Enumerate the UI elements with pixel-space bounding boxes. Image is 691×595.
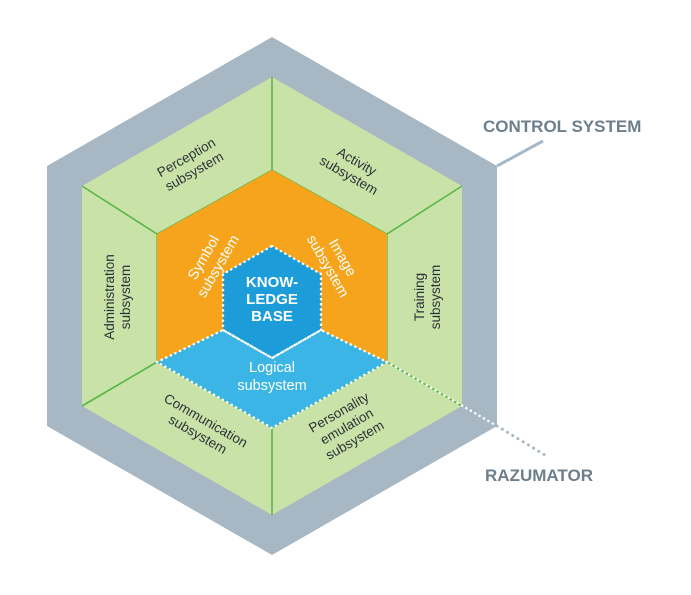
core-dotted-boundary xyxy=(155,328,390,430)
kb-label-line3: BASE xyxy=(251,308,293,325)
training-subsystem-label: Training subsystem xyxy=(412,265,443,330)
kb-label-line1: KNOW- xyxy=(246,274,298,291)
razumator-callout: RAZUMATOR xyxy=(485,466,593,485)
logical-subsystem-segment xyxy=(157,330,387,428)
kb-label-line2: LEDGE xyxy=(246,291,298,308)
control-system-callout: CONTROL SYSTEM xyxy=(483,117,641,136)
administration-label-line2: subsystem xyxy=(118,265,133,330)
image-subsystem-segment xyxy=(272,170,387,362)
logical-label-line1: Logical xyxy=(249,360,295,376)
administration-subsystem-label: Administration subsystem xyxy=(102,254,133,340)
logical-label-line2: subsystem xyxy=(237,378,306,394)
razumator-leader-outside xyxy=(495,424,547,457)
training-label-line1: Training xyxy=(412,273,427,321)
personality-subsystem-label: Personality emulation subsystem xyxy=(306,389,386,463)
administration-label-line1: Administration xyxy=(102,254,117,340)
symbol-subsystem-segment xyxy=(157,170,272,362)
control-system-leader xyxy=(496,139,544,168)
knowledge-base-hexagon xyxy=(221,244,323,360)
training-label-line2: subsystem xyxy=(428,265,443,330)
